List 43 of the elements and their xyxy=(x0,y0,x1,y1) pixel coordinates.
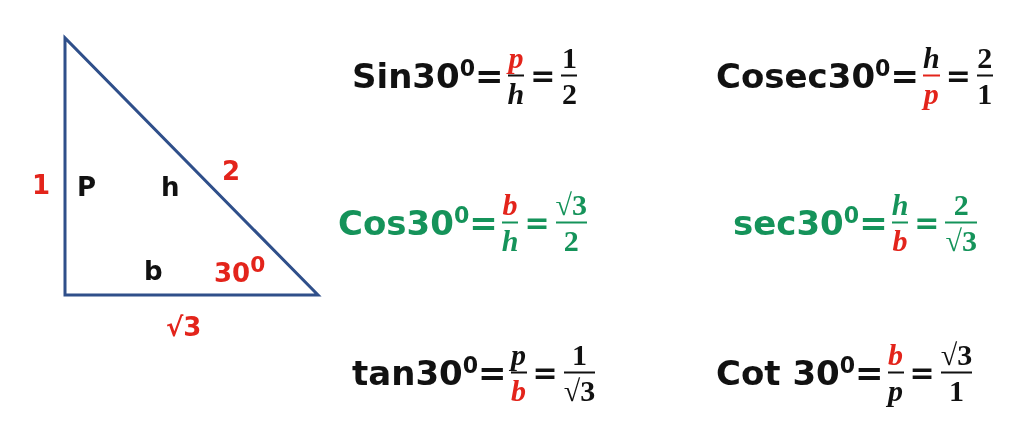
fraction-denominator: √3 xyxy=(563,374,596,406)
fraction-numerator: √3 xyxy=(555,188,588,220)
fraction-denominator: p xyxy=(888,374,904,406)
formula-text: Cos30$^{0}$= xyxy=(338,203,498,241)
side-label: 2 xyxy=(222,158,241,184)
fraction-numerator: h xyxy=(891,188,909,220)
fraction-numerator: √3 xyxy=(940,338,973,370)
fraction-numerator: p xyxy=(511,338,527,370)
fraction-denominator: 2 xyxy=(561,77,577,109)
fraction-numerator: 2 xyxy=(953,188,969,220)
formula-text: Cosec30$^{0}$= xyxy=(716,56,919,94)
fraction-denominator: h xyxy=(501,224,519,256)
fraction-numerator: b xyxy=(888,338,904,370)
fraction-denominator: 1 xyxy=(977,77,993,109)
fraction-denominator: h xyxy=(507,77,525,109)
fraction-denominator: 2 xyxy=(563,224,579,256)
equals-sign: = xyxy=(532,357,558,387)
formula-text: Sin30$^{0}$= xyxy=(352,56,504,94)
fraction-denominator: b xyxy=(892,224,908,256)
equals-sign: = xyxy=(530,60,556,90)
equals-sign: = xyxy=(524,207,550,237)
side-label: 1 xyxy=(32,172,51,198)
fraction-denominator: p xyxy=(923,77,939,109)
fraction-numerator: b xyxy=(502,188,518,220)
fraction-denominator: 1 xyxy=(948,374,964,406)
side-label: √3 xyxy=(166,314,202,340)
side-label: b xyxy=(144,258,163,284)
fraction-numerator: h xyxy=(922,41,940,73)
equals-sign: = xyxy=(945,60,971,90)
equals-sign: = xyxy=(914,207,940,237)
fraction-numerator: 1 xyxy=(571,338,587,370)
fraction-numerator: p xyxy=(508,41,524,73)
fraction-denominator: b xyxy=(511,374,527,406)
formula-text: Cot 30$^{0}$= xyxy=(716,353,884,391)
formula-text: tan30$^{0}$= xyxy=(352,353,507,391)
equals-sign: = xyxy=(909,357,935,387)
side-label: h xyxy=(161,174,180,200)
formula-text: sec30$^{0}$= xyxy=(733,203,888,241)
angle-label: 30$^{0}$ xyxy=(214,254,266,286)
vertex-label: P xyxy=(77,174,97,200)
fraction-numerator: 1 xyxy=(561,41,577,73)
fraction-denominator: √3 xyxy=(945,224,977,256)
fraction-numerator: 2 xyxy=(977,41,993,73)
